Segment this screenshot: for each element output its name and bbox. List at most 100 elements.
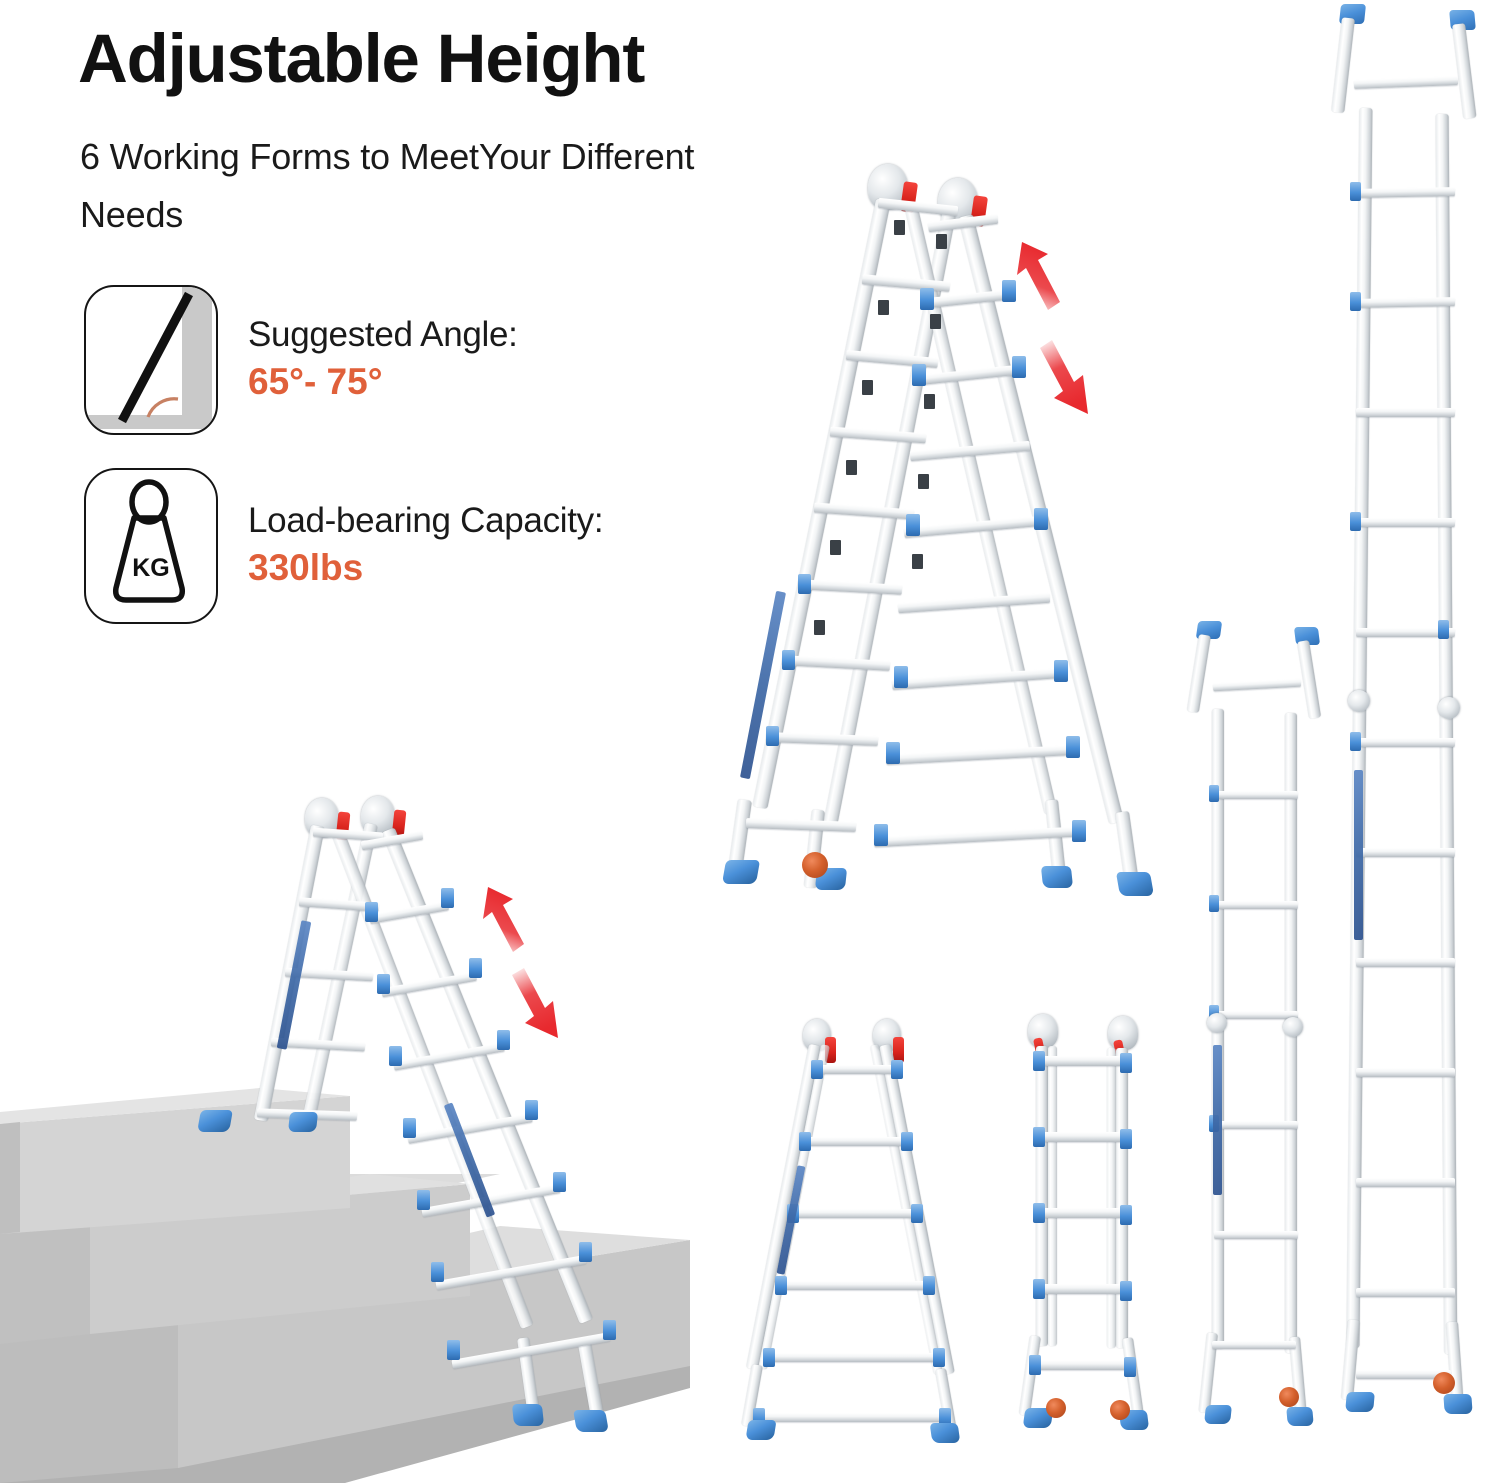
ladder-rail-left-b [1048,1046,1057,1346]
ladder-rung [1214,901,1298,909]
rung-clip [1072,820,1086,842]
rung-clip [1124,1357,1136,1377]
stair-blocks [0,1088,690,1483]
rung-clip [911,1204,923,1223]
ladder-rung [891,668,1061,690]
rung-clip [447,1340,460,1360]
ladder-rung [1214,1231,1298,1239]
arrow-up-red-2 [483,887,524,952]
ladder-foot [1345,1392,1375,1412]
ladder-rung [781,1281,927,1290]
rung-clip [1033,1051,1045,1071]
rung-clip [906,514,920,536]
ladder-foot [197,1110,233,1132]
rail-socket-mark [912,554,923,569]
ladder-rung [1354,187,1456,198]
extension-ladder-tall [1320,0,1500,1430]
rung-clip [1054,660,1068,682]
ladder-rung [1356,958,1455,967]
ladder-rail-right [1116,1048,1128,1348]
rung-clip [417,1190,430,1210]
rung-clip [365,902,378,922]
ladder-rung [1040,1056,1130,1066]
feature-text-load: Load-bearing Capacity: 330lbs [248,501,604,591]
warning-label-sticker [1354,770,1363,940]
ladder-rung [1356,738,1455,747]
ladder-rung [1212,678,1302,692]
ladder-foot [1286,1407,1314,1426]
ladder-foot [1204,1405,1232,1424]
rung-clip [1034,508,1048,530]
rail-socket-mark [918,474,929,489]
ladder-hinge [1438,697,1460,719]
ladder-rung [1356,848,1455,857]
ladder-rung [797,579,903,595]
ladder-rung [897,592,1051,614]
rung-clip [799,1132,811,1151]
ladder-rung [1356,408,1455,417]
rung-clip [1350,512,1361,531]
ladder-rail-right-top [1452,23,1477,120]
ladder-foot-rail-back-outer [577,1336,605,1420]
ladder-rung [759,1413,943,1422]
feature-label-load: Load-bearing Capacity: [248,501,604,541]
rung-clip [497,1030,510,1050]
rung-clip [1350,182,1361,201]
ladder-foot [573,1410,609,1432]
ladder-foot [511,1404,545,1426]
rung-clip [1209,895,1219,912]
rung-clip [1120,1053,1132,1073]
rail-socket-mark [814,620,825,635]
rung-clip [1066,736,1080,758]
rung-clip [886,742,900,764]
rung-clip [389,1046,402,1066]
ladder-hinge [1207,1013,1227,1033]
rung-clip [939,1408,951,1427]
rail-socket-mark [936,234,947,249]
rail-socket-mark [862,380,873,395]
arrow-up-red [1017,242,1060,310]
scaffold-ladder-mid [1185,615,1345,1435]
rung-clip [1012,356,1026,378]
ladder-angle-icon [84,285,218,435]
ladder-rung [1356,1068,1455,1077]
arrow-down-red [1040,340,1088,414]
rail-socket-mark [894,220,905,235]
weight-kg-icon: KG [84,468,218,624]
rung-clip [377,974,390,994]
rung-clip [775,1276,787,1295]
ladder-rung [1356,518,1455,527]
ladder-wheel [1279,1387,1299,1407]
rung-clip [579,1242,592,1262]
ladder-foot [287,1112,319,1132]
rung-clip [1120,1129,1132,1149]
rail-socket-mark [846,460,857,475]
ladder-rung [1355,297,1456,308]
rung-clip [798,574,811,594]
rung-clip [782,650,795,670]
rung-clip [603,1320,616,1340]
ladder-foot [1443,1394,1473,1414]
ladder-wheel [1433,1372,1455,1394]
ladder-rail-left-top [1331,17,1355,114]
rung-clip [1002,280,1016,302]
ladder-rung [1040,1132,1130,1142]
ladder-rung [1356,1370,1451,1379]
ladder-rail-right-b [1107,1048,1116,1348]
ladder-rung [1356,628,1455,637]
ladder-foot [1115,872,1155,896]
folded-ladder-compact [1010,1010,1175,1440]
ladder-rung [368,901,450,924]
rung-clip [1120,1281,1132,1301]
ladder-foot-rail-left [1018,1335,1041,1416]
page-title: Adjustable Height [78,20,645,97]
rung-clip [469,958,482,978]
ladder-wheel [1046,1398,1066,1418]
rung-clip [891,1060,903,1079]
ladder-foot [929,1423,961,1443]
ladder-wheel [802,852,828,878]
rung-clip [894,666,908,688]
rung-clip [553,1172,566,1192]
ladder-rail-left [1036,1046,1048,1346]
